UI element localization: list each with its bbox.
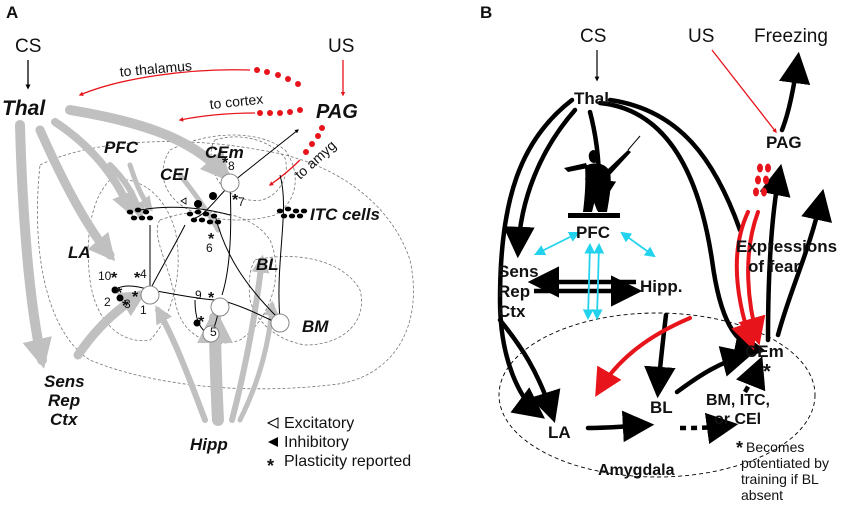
legend-a: Excitatory Inhibitory * Plasticity repor… [266, 415, 411, 476]
or-cel-label: or CEl [714, 411, 761, 428]
num-4: 4 [140, 267, 147, 281]
plasticity-numbers: 1 2 3 4 5 6 7 8 9 10 [98, 159, 245, 339]
bm-itc-label: BM, ITC, [706, 392, 770, 409]
thal-label-b: Thal. [574, 89, 614, 108]
pag-label-b: PAG [766, 133, 802, 152]
num-1: 1 [140, 303, 147, 317]
cyan-pathways [534, 231, 656, 321]
pfc-label-b: PFC [576, 223, 610, 242]
num-8: 8 [228, 159, 235, 173]
inhibitory-neurons [111, 192, 217, 327]
hipp-label-b: Hipp. [640, 277, 683, 296]
rep-label-b: Rep [498, 282, 530, 301]
pag-label-a: PAG [316, 101, 358, 123]
note-line-1: Becomes [746, 439, 804, 455]
panel-b: B CS US Freezing [480, 3, 837, 503]
note-line-2: potentiated by [741, 455, 829, 471]
dotted-pathways [679, 356, 766, 445]
cem-label-a: CEm [205, 143, 244, 162]
gray-projections [15, 105, 279, 426]
us-label-a: US [328, 36, 354, 57]
legend-plasticity: Plasticity reported [284, 453, 411, 470]
num-3: 3 [124, 297, 131, 311]
svg-text:*: * [208, 290, 215, 307]
svg-text:*: * [116, 285, 123, 302]
amygdala-boundary [498, 312, 816, 478]
principal-neurons [140, 173, 290, 343]
red-dots [254, 67, 325, 155]
note-star: * [736, 438, 743, 458]
legend-inhibitory: Inhibitory [284, 434, 349, 451]
cem-star: * [763, 361, 771, 383]
svg-text:*: * [132, 289, 139, 306]
svg-text:*: * [222, 155, 229, 172]
plasticity-stars: *** *** **** [111, 155, 239, 331]
of-fear-label: of fear [748, 257, 800, 276]
svg-text:*: * [111, 270, 118, 287]
svg-text:*: * [198, 314, 205, 331]
num-9: 9 [195, 288, 202, 302]
thal-label-a: Thal [2, 97, 46, 120]
sens-hipp-double-arrow [527, 266, 643, 307]
cs-label-b: CS [580, 26, 606, 47]
legend-inhibitory-icon [268, 437, 278, 447]
pfc-label-a: PFC [104, 138, 139, 157]
ctx-label-b: Ctx [498, 302, 526, 321]
note-line-4: absent [741, 487, 783, 503]
excitatory-marker [180, 197, 187, 205]
amygdala-label: Amygdala [598, 462, 675, 479]
panel-b-letter: B [480, 3, 492, 22]
bm-label-a: BM [302, 317, 329, 336]
rep-label-a: Rep [48, 391, 80, 410]
to-cortex-label: to cortex [209, 91, 264, 113]
note-line-3: training if BL [741, 471, 819, 487]
red-pathways [595, 210, 766, 397]
ctx-label-a: Ctx [50, 410, 79, 429]
bl-label-b: BL [650, 398, 673, 417]
sens-label-b: Sens [498, 262, 539, 281]
panel-a: A CS US Thal PAG to thalamus to cortex t… [2, 3, 414, 476]
itc-label: ITC cells [310, 205, 380, 224]
legend-excitatory: Excitatory [284, 415, 354, 432]
cel-label-a: CEl [160, 165, 190, 184]
legend-star-icon: * [267, 456, 274, 476]
svg-text:*: * [122, 298, 129, 315]
cs-label-a: CS [15, 36, 41, 57]
itc-clusters [126, 206, 308, 225]
num-10: 10 [98, 269, 112, 283]
conductor-icon [564, 135, 641, 218]
num-6: 6 [206, 241, 213, 255]
num-5: 5 [210, 325, 217, 339]
sens-label-a: Sens [44, 372, 85, 391]
svg-text:*: * [208, 231, 215, 248]
la-label-b: LA [548, 423, 571, 442]
svg-text:*: * [232, 192, 239, 209]
cem-label-b: CEm [745, 342, 784, 361]
red-dot-trail-b [753, 163, 771, 197]
us-label-b: US [688, 26, 714, 47]
bl-label-a: BL [256, 255, 279, 274]
freezing-label: Freezing [754, 26, 828, 47]
expressions-label: Expressions [736, 237, 837, 256]
red-feedback-paths [78, 69, 301, 186]
num-7: 7 [238, 195, 245, 209]
hipp-label-a: Hipp [190, 435, 228, 454]
to-amyg-label: to amyg [291, 137, 339, 182]
to-thalamus-label: to thalamus [119, 57, 192, 79]
svg-text:*: * [134, 270, 141, 287]
la-label-a: LA [68, 243, 91, 262]
legend-excitatory-icon [266, 417, 279, 429]
us-arrow-b [711, 49, 777, 134]
panel-a-letter: A [6, 3, 18, 22]
num-2: 2 [104, 295, 111, 309]
